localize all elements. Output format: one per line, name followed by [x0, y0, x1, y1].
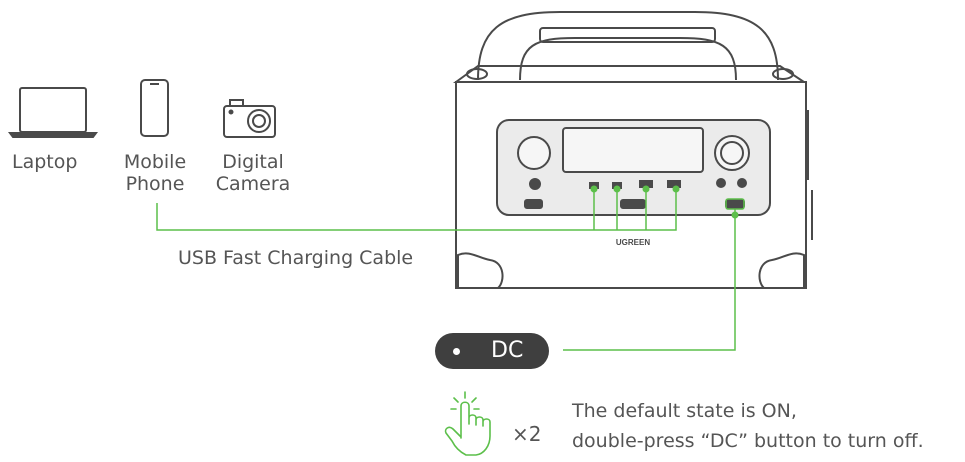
camera-label-line1: Digital — [222, 151, 284, 173]
dc-indicator-dot — [453, 348, 460, 355]
instruction-text: The default state is ON, double-press “D… — [572, 396, 924, 456]
digital-camera-label: Digital Camera — [210, 151, 296, 195]
dc-button[interactable]: DC — [435, 333, 549, 369]
phone-label-line1: Mobile — [123, 151, 187, 173]
carry-handle — [477, 11, 779, 81]
instruction-line1: The default state is ON, — [572, 400, 797, 422]
instruction-line2: double-press “DC” button to turn off. — [572, 430, 924, 452]
laptop-icon — [8, 87, 98, 138]
cable-label: USB Fast Charging Cable — [178, 247, 414, 269]
mobile-phone-label: Mobile Phone — [118, 151, 192, 195]
press-count: ×2 — [512, 422, 542, 446]
phone-icon — [140, 79, 169, 137]
phone-label-line2: Phone — [125, 173, 185, 195]
power-station — [452, 11, 813, 289]
brand-label: UGREEN — [616, 238, 650, 247]
usb-cable-lines — [156, 188, 677, 231]
laptop-label: Laptop — [12, 151, 78, 173]
hand-tap-icon — [444, 391, 491, 456]
camera-label-line2: Camera — [215, 173, 291, 195]
dc-button-label: DC — [491, 338, 524, 363]
camera-icon — [223, 99, 276, 138]
dc-line — [563, 198, 745, 351]
usb-port-dots — [590, 185, 680, 193]
